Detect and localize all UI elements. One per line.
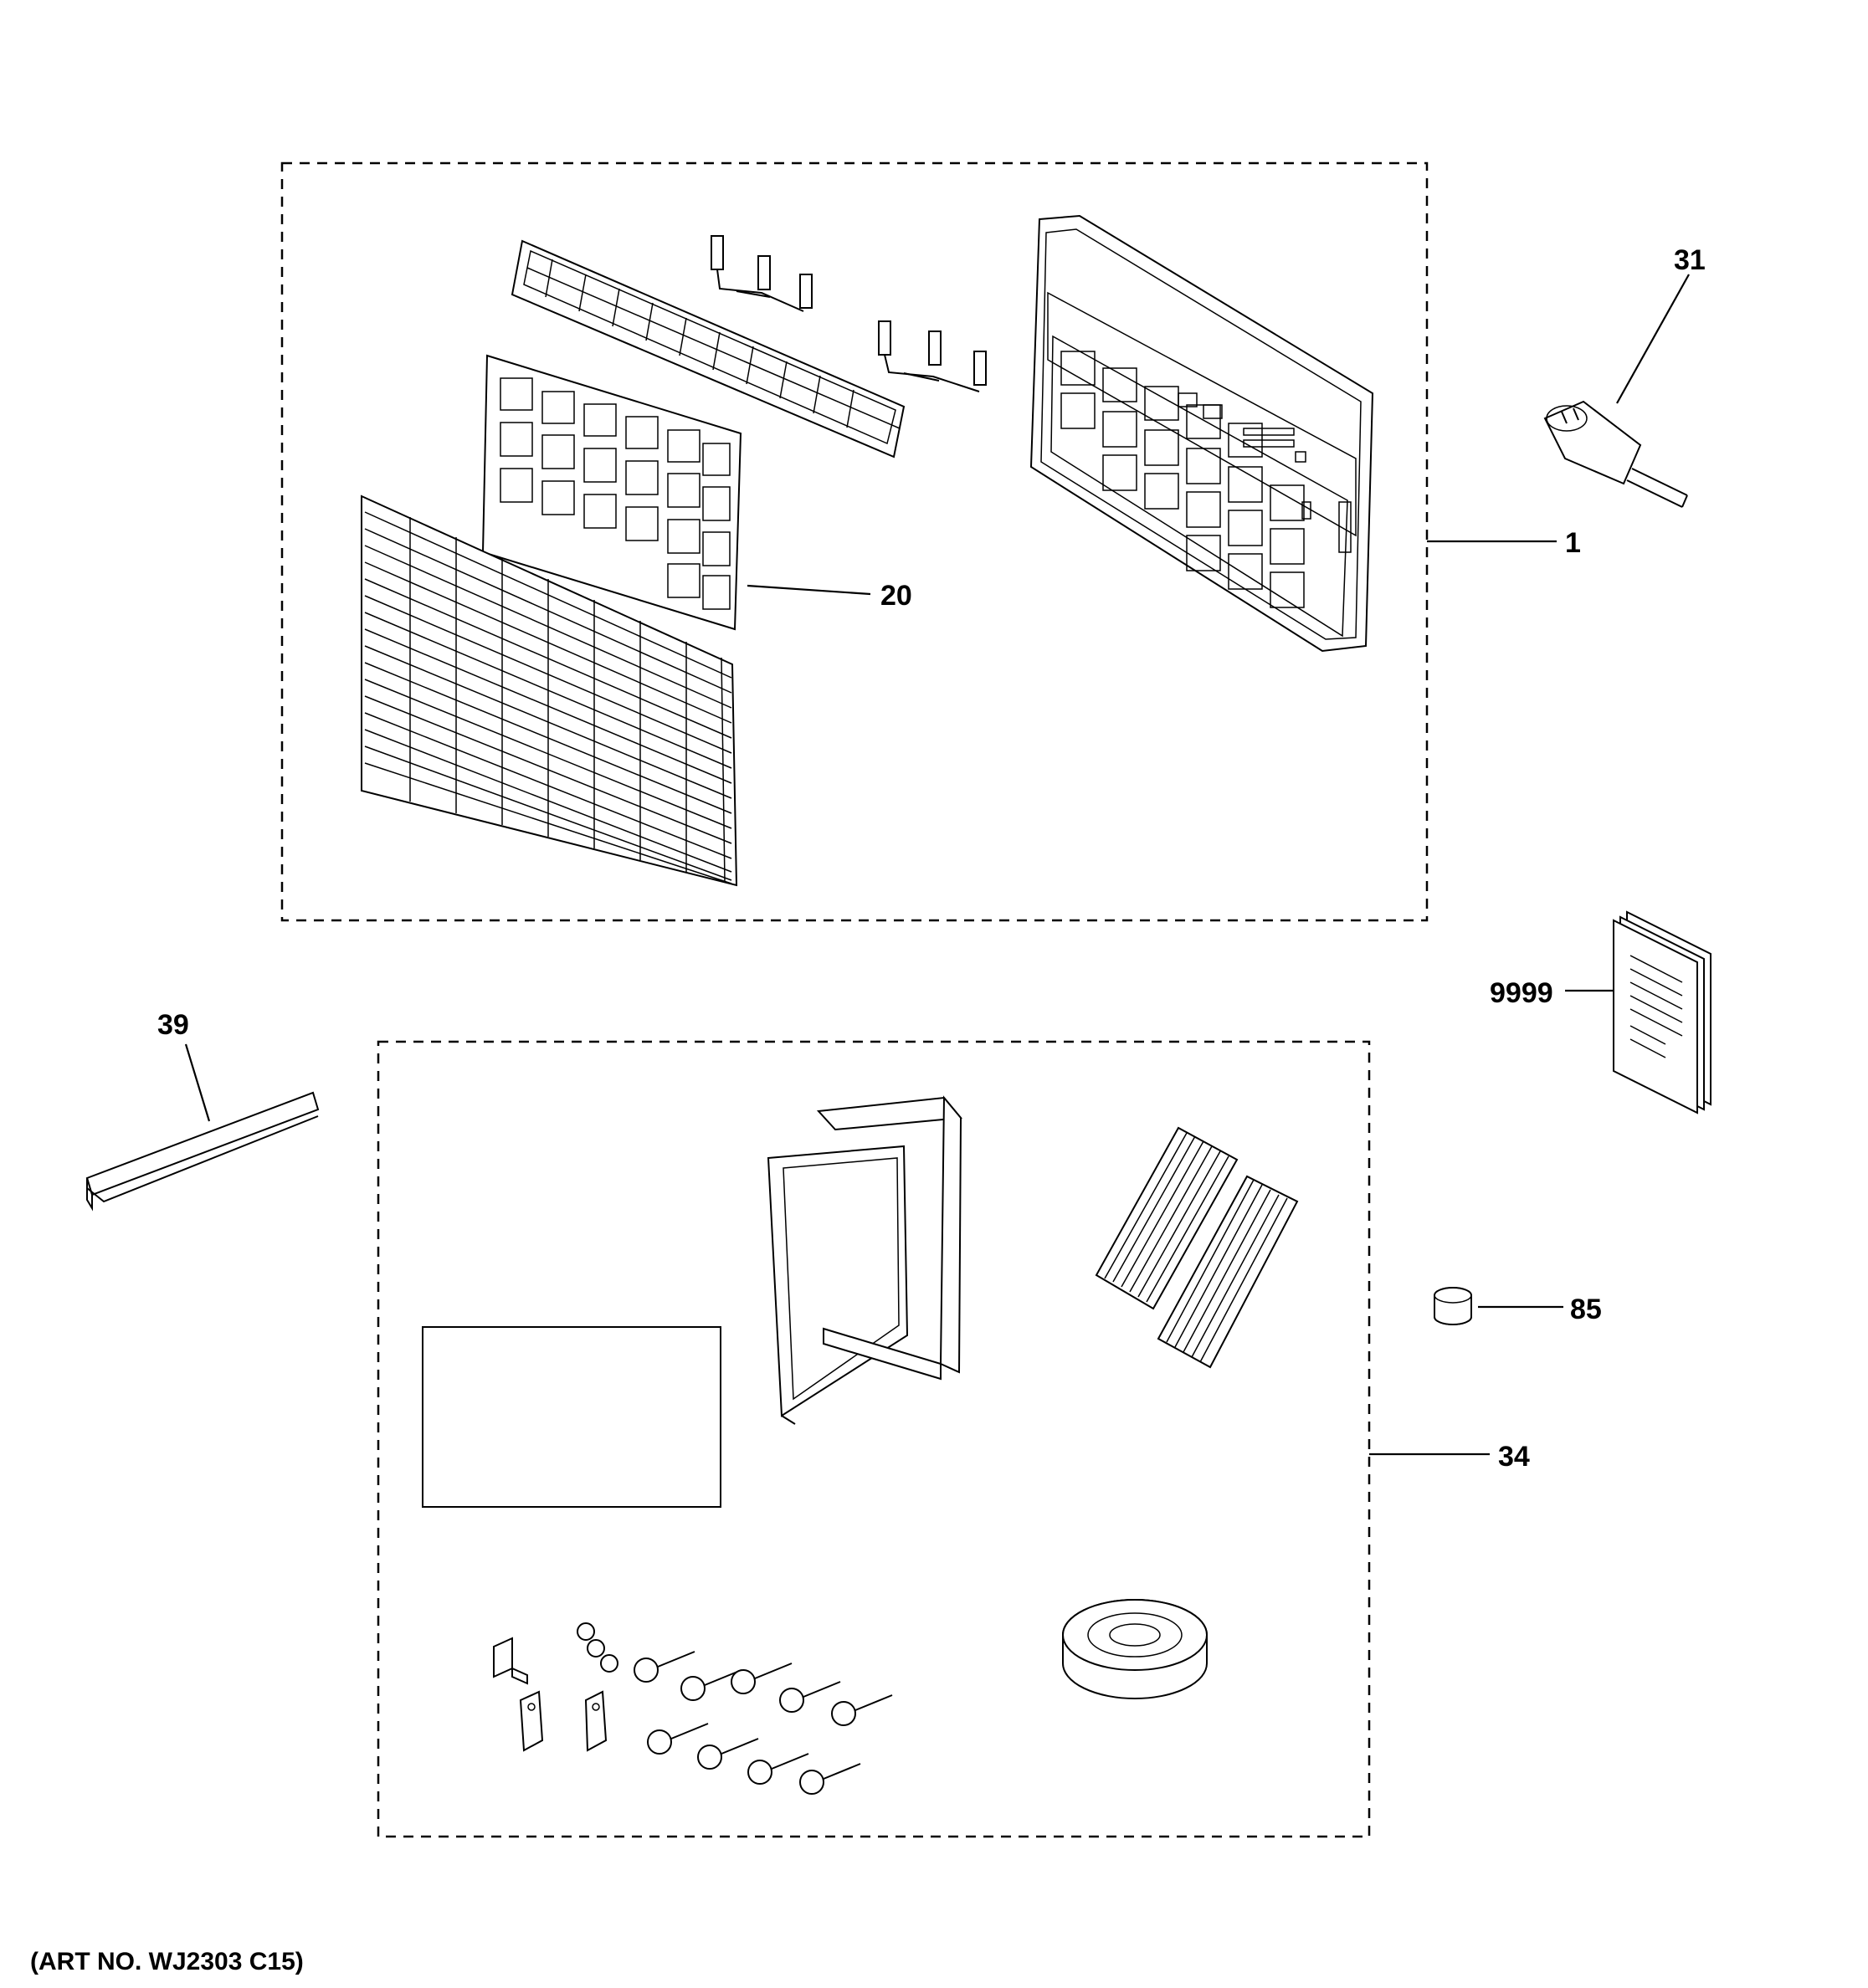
mounting-brackets <box>493 1637 608 1752</box>
callout-9999: 9999 <box>1490 977 1553 1009</box>
callout-39: 39 <box>157 1009 189 1041</box>
front-panel-case <box>1029 214 1374 653</box>
drain-plug <box>1434 1287 1472 1325</box>
art-number-label: (ART NO. WJ2303 C15) <box>30 1948 304 1975</box>
power-cord-plug <box>1543 400 1688 508</box>
callout-34: 34 <box>1498 1441 1530 1473</box>
leader-31 <box>1616 274 1690 404</box>
leader-20 <box>747 584 871 596</box>
owners-manual <box>1613 910 1711 1114</box>
assembly-1-group-box <box>280 161 1429 922</box>
accordion-panel-right <box>1157 1175 1299 1369</box>
front-grille <box>361 494 738 887</box>
callout-85: 85 <box>1570 1294 1602 1325</box>
top-rail <box>85 1091 320 1212</box>
leader-39 <box>184 1043 211 1122</box>
louver-link-set-a <box>711 235 813 312</box>
air-filter <box>481 354 742 631</box>
callout-20: 20 <box>880 580 912 612</box>
louver-link-set-b <box>878 320 987 392</box>
side-frame <box>767 1095 962 1425</box>
installation-kit-group-box <box>377 1040 1371 1838</box>
callout-1: 1 <box>1565 527 1581 559</box>
louver-strip <box>511 239 906 459</box>
foam-panel <box>422 1326 721 1508</box>
screw-set <box>577 1622 893 1795</box>
callout-31: 31 <box>1674 244 1706 276</box>
accordion-panel-left <box>1095 1126 1239 1310</box>
foam-seal-roll <box>1062 1599 1208 1699</box>
